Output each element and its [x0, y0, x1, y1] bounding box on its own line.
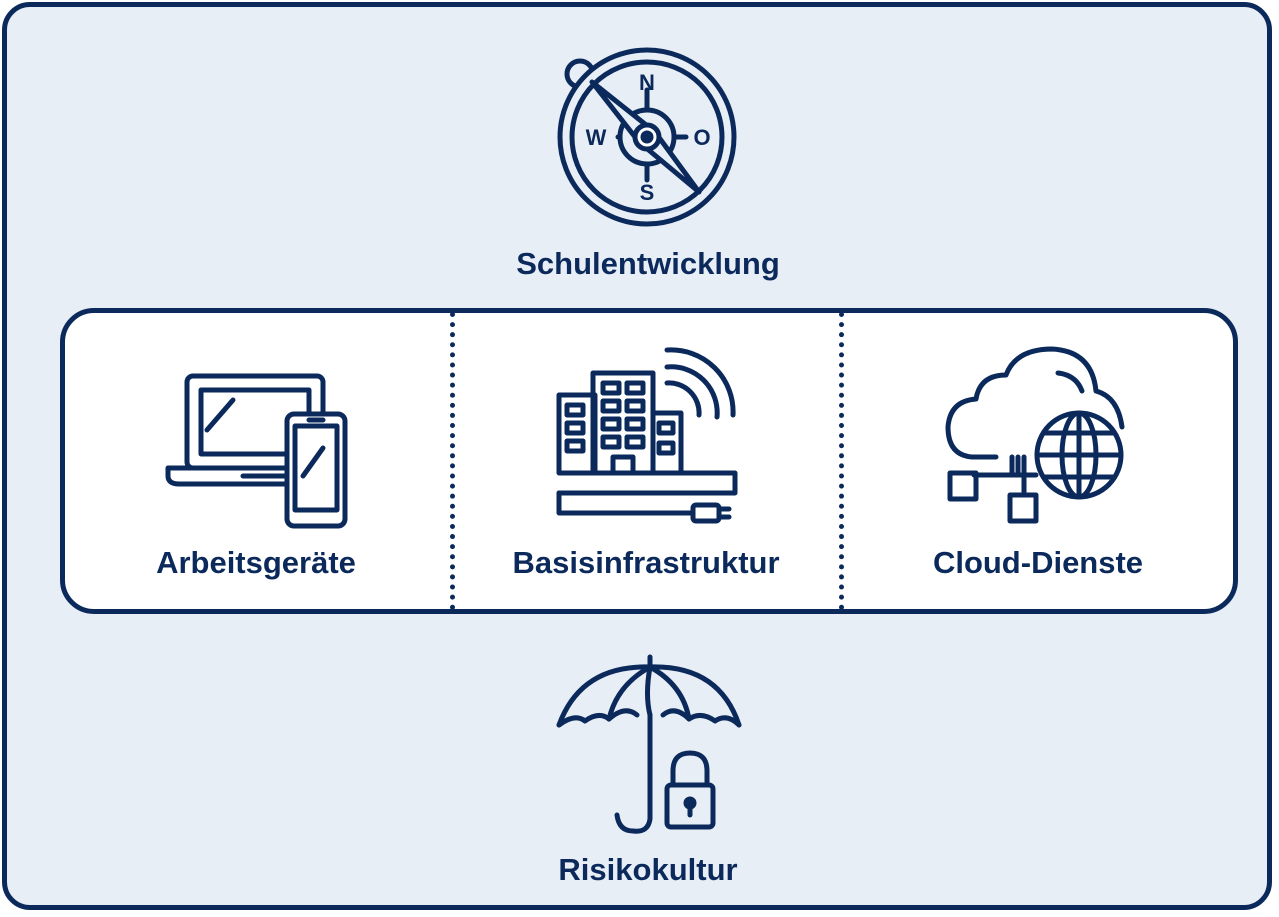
compass-west-letter: W	[586, 125, 607, 150]
compass-south-letter: S	[640, 180, 655, 205]
umbrella-lock-icon	[555, 655, 745, 835]
label-arbeitsgeraete: Arbeitsgeräte	[156, 545, 356, 580]
laptop-phone-icon	[165, 372, 355, 532]
label-schulentwicklung: Schulentwicklung	[516, 246, 780, 281]
divider-right	[839, 312, 844, 610]
label-basisinfrastruktur: Basisinfrastruktur	[512, 545, 780, 580]
divider-left	[450, 312, 455, 610]
label-cloud-dienste: Cloud-Dienste	[932, 545, 1144, 580]
cloud-globe-icon	[944, 345, 1134, 535]
label-risikokultur: Risikokultur	[558, 852, 738, 887]
building-network-icon	[555, 345, 745, 530]
compass-north-letter: N	[639, 70, 655, 95]
compass-east-letter: O	[693, 125, 710, 150]
compass-icon: N W O S	[552, 52, 742, 242]
